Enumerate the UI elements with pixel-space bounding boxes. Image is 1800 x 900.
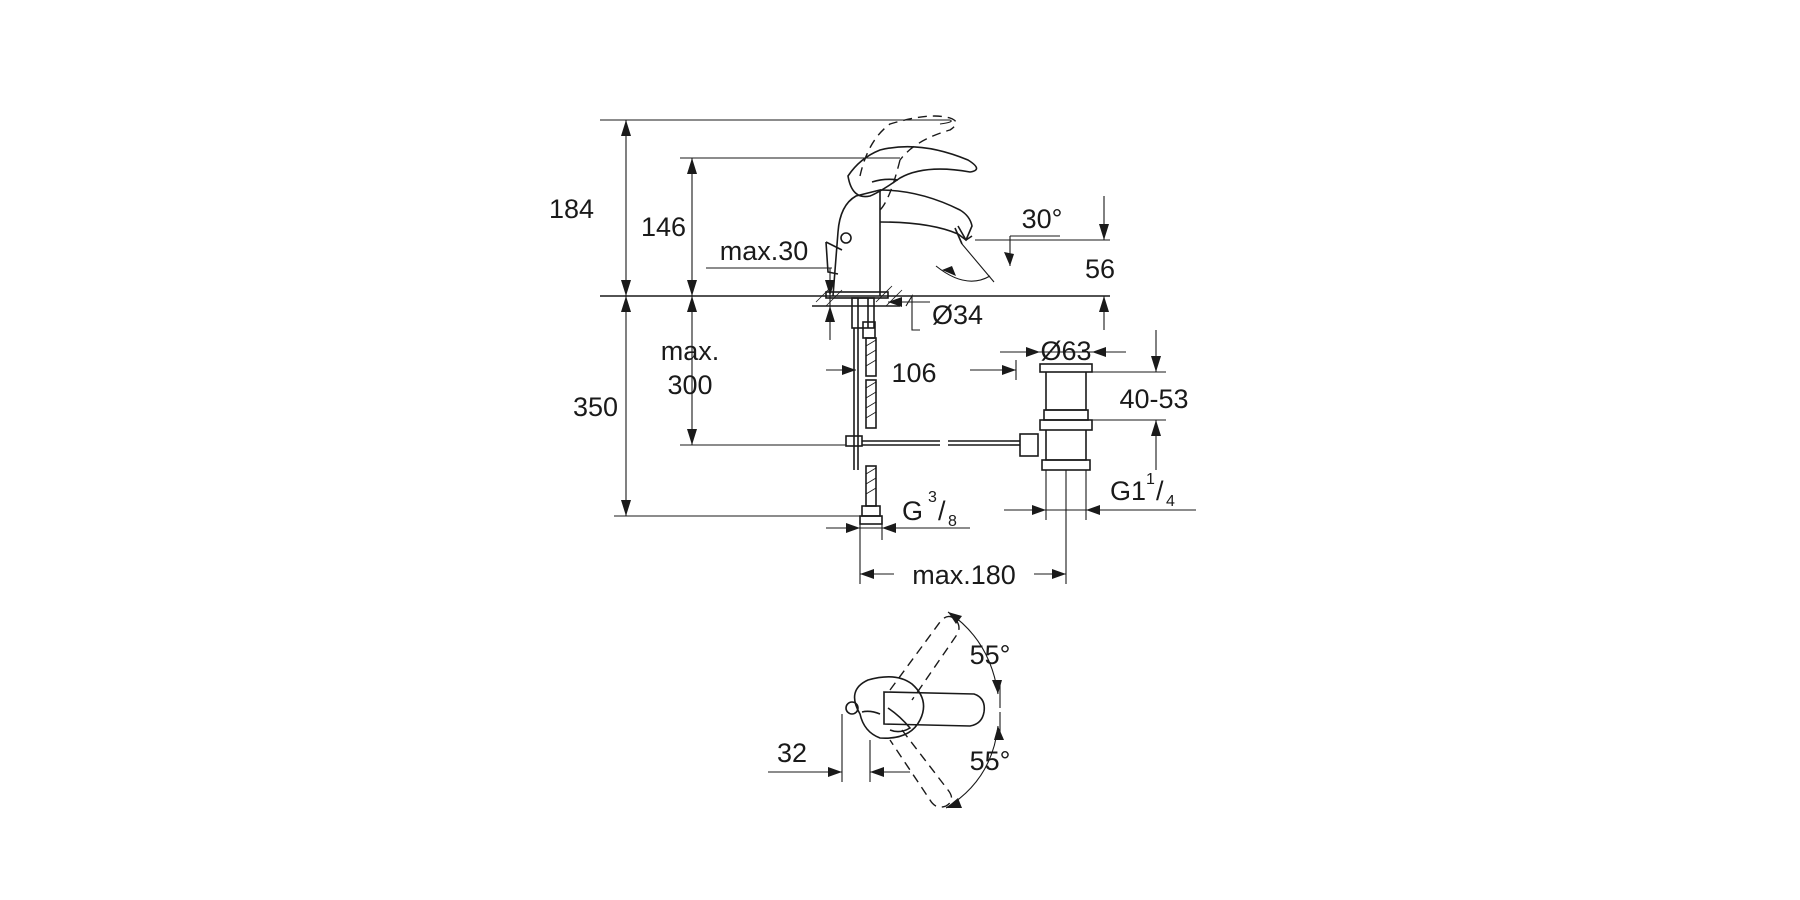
thread-g114-slash: / [1156, 476, 1164, 506]
drain-assembly [1010, 363, 1093, 471]
dim-dia63-label: Ø63 [1040, 336, 1091, 366]
thread-g38-den: 8 [948, 513, 957, 530]
thread-g114: G1 1 / 4 [1004, 470, 1196, 520]
thread-g114-num: 1 [1146, 471, 1155, 488]
top-view: 55° 55° 32 [768, 611, 1011, 809]
dim-32: 32 [768, 714, 910, 782]
dim-184: 184 [549, 119, 952, 296]
side-view: 184 146 max.30 30° [549, 115, 1196, 590]
dim-55-upper: 55° [947, 611, 1011, 708]
thread-g38-num: 3 [928, 489, 937, 506]
dim-146: 146 [641, 157, 900, 296]
dim-32-label: 32 [777, 738, 807, 768]
dim-56: 56 [975, 196, 1115, 330]
thread-g38-slash: / [938, 496, 946, 526]
thread-g114-den: 4 [1166, 493, 1175, 510]
dim-40-53: 40-53 [1092, 330, 1189, 470]
dim-max30: max.30 [706, 236, 852, 340]
dim-max300-label-2: 300 [667, 370, 712, 400]
thread-g114-main: G1 [1110, 476, 1146, 506]
dim-max30-label: max.30 [720, 236, 809, 266]
dim-106: 106 [826, 358, 1017, 388]
dim-30deg: 30° [935, 204, 1063, 283]
dim-55-upper-label: 55° [970, 640, 1011, 670]
dim-350-label: 350 [573, 392, 618, 422]
dim-dia34-label: Ø34 [932, 300, 983, 330]
dim-40-53-label: 40-53 [1119, 384, 1188, 414]
dim-146-label: 146 [641, 212, 686, 242]
dim-max180-label: max.180 [912, 560, 1016, 590]
dim-dia63: Ø63 [1000, 336, 1126, 366]
thread-g38: G 3 / 8 [826, 489, 970, 540]
dim-55-lower: 55° [945, 712, 1011, 809]
dim-max180: max.180 [859, 470, 1067, 590]
dim-350: 350 [573, 296, 860, 517]
dim-max300-label-1: max. [661, 336, 720, 366]
dim-106-label: 106 [891, 358, 936, 388]
dim-max300: max. 300 [661, 296, 846, 446]
dim-dia34: Ø34 [888, 294, 983, 331]
dim-55-lower-label: 55° [970, 746, 1011, 776]
dim-184-label: 184 [549, 194, 594, 224]
top-view-body [845, 615, 986, 808]
dim-30deg-label: 30° [1022, 204, 1063, 234]
mounting-shank [812, 285, 1010, 525]
dim-56-label: 56 [1085, 254, 1115, 284]
thread-g38-main: G [902, 496, 923, 526]
faucet-body [825, 115, 978, 299]
